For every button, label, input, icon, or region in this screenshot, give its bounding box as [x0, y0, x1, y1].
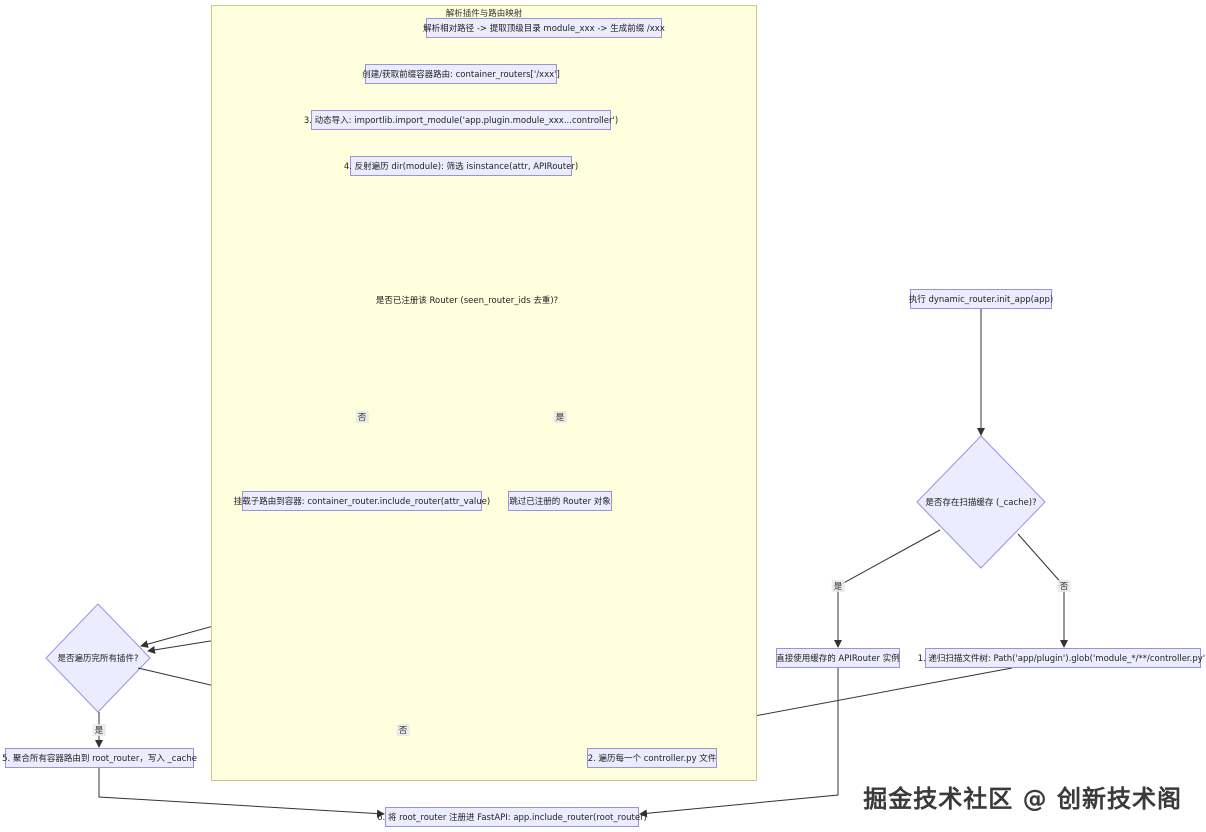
edge-label-yes-cache: 是	[831, 580, 845, 592]
node-aggregate: 5. 聚合所有容器路由到 root_router，写入 _cache	[2, 748, 197, 768]
subgraph-parse-plugins: 解析插件与路由映射	[211, 5, 757, 781]
subgraph-title: 解析插件与路由映射	[445, 9, 523, 19]
node-create-container: 创建/获取前缀容器路由: container_routers['/xxx']	[362, 64, 560, 84]
node-recursive-scan: 1. 递归扫描文件树: Path('app/plugin').glob('mod…	[918, 648, 1206, 668]
node-mount-child: 挂载子路由到容器: container_router.include_route…	[234, 491, 490, 511]
decision-all-plugins-done-label: 是否遍历完所有插件?	[57, 654, 139, 664]
edge-cache-to-fastapi	[639, 668, 839, 818]
decision-all-plugins-done	[45, 603, 151, 713]
edge-label-no-registered: 否	[355, 411, 369, 423]
node-use-cache: 直接使用缓存的 APIRouter 实例	[776, 648, 900, 668]
edge-label-no-all-done: 否	[396, 724, 410, 736]
decision-cache-exists	[916, 435, 1046, 569]
node-dynamic-import: 3. 动态导入: importlib.import_module('app.pl…	[304, 110, 618, 130]
node-exec-init: 执行 dynamic_router.init_app(app)	[909, 289, 1053, 309]
node-parse-path: 解析相对路径 -> 提取顶级目录 module_xxx -> 生成前缀 /xxx	[423, 18, 665, 38]
edge-label-yes-all-done: 是	[92, 724, 106, 736]
edge-aggregate-to-fastapi	[98, 768, 385, 818]
node-register-fastapi: 6. 将 root_router 注册进 FastAPI: app.includ…	[377, 807, 647, 827]
edge-cache-yes	[834, 529, 941, 648]
node-reflect-traverse: 4. 反射遍历 dir(module): 筛选 isinstance(attr,…	[344, 156, 578, 176]
watermark: 掘金技术社区 @ 创新技术阁	[863, 785, 1182, 813]
edge-label-yes-registered: 是	[553, 411, 567, 423]
decision-already-registered-label: 是否已注册该 Router (seen_router_ids 去重)?	[375, 296, 559, 306]
node-traverse-controller: 2. 遍历每一个 controller.py 文件	[587, 748, 717, 768]
edge-label-no-cache: 否	[1057, 580, 1071, 592]
decision-cache-exists-label: 是否存在扫描缓存 (_cache)?	[925, 498, 1037, 508]
node-skip-registered: 跳过已注册的 Router 对象	[508, 491, 612, 511]
